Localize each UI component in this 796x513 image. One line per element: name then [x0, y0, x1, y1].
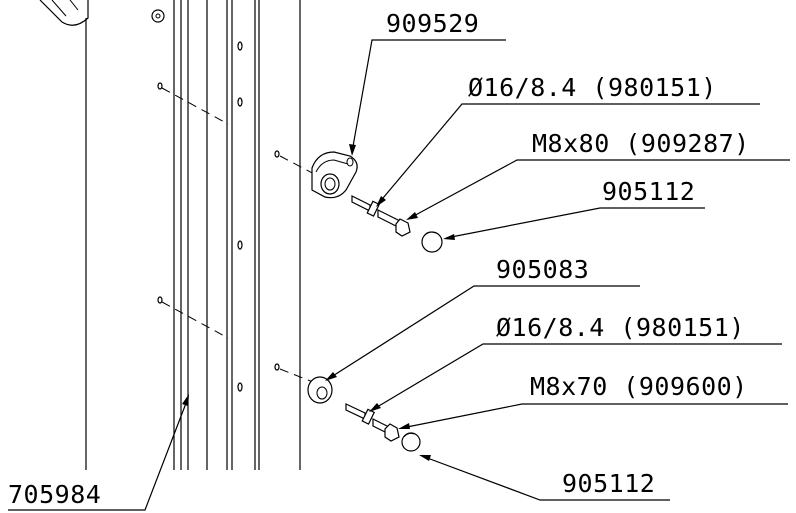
alignment-lines: [157, 82, 319, 385]
bracket-909529: [311, 151, 358, 199]
profile-holes: [237, 41, 243, 392]
label-bolt-bottom: M8x70 (909600): [530, 372, 748, 401]
label-washer-bottom: Ø16/8.4 (980151): [496, 313, 745, 342]
label-bolt-top: M8x80 (909287): [532, 129, 750, 158]
top-marker-icon: [151, 9, 165, 23]
left-post: [39, 0, 89, 470]
cap-bottom: [401, 432, 421, 452]
spacer-905083: [307, 376, 333, 404]
bolt-top: [351, 195, 411, 237]
label-909529: 909529: [386, 9, 479, 38]
bolt-bottom: [345, 403, 400, 442]
label-905083: 905083: [496, 255, 589, 284]
cap-top: [421, 231, 443, 253]
label-cap-bottom: 905112: [562, 469, 655, 498]
label-705984: 705984: [8, 480, 101, 509]
leader-lines: [8, 39, 790, 511]
label-cap-top: 905112: [602, 177, 695, 206]
callout-labels: 909529 Ø16/8.4 (980151) M8x80 (909287) 9…: [8, 9, 750, 509]
profile-rails: [173, 0, 301, 470]
label-washer-top: Ø16/8.4 (980151): [468, 73, 717, 102]
